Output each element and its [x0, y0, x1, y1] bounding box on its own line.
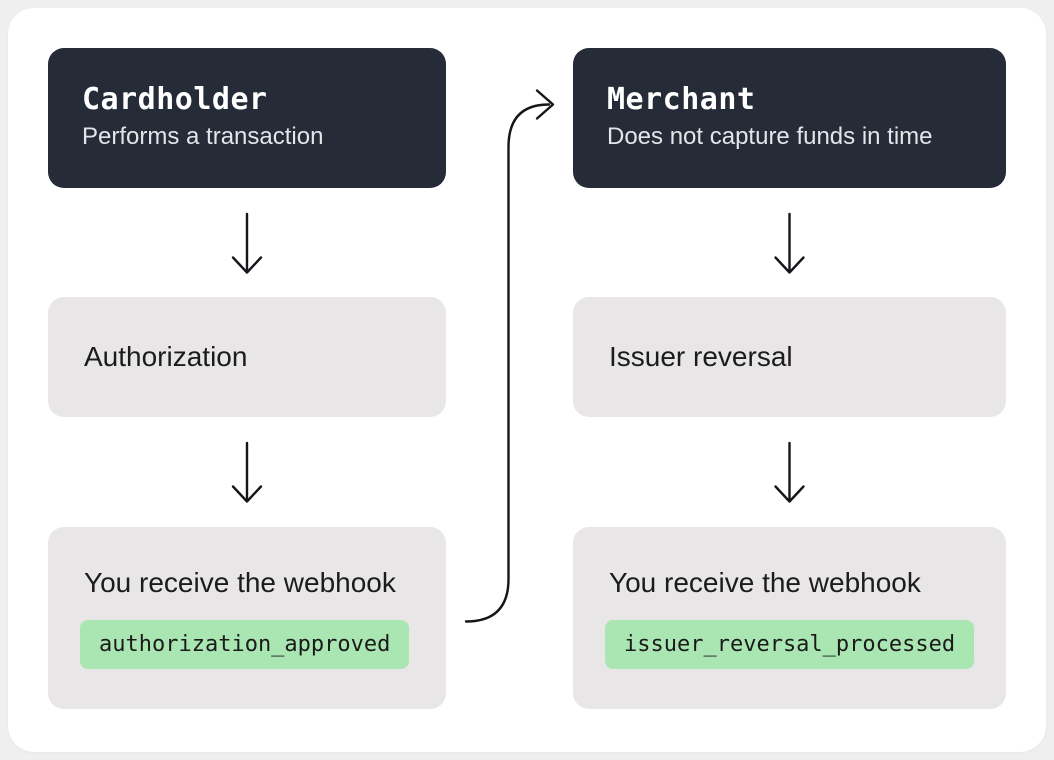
merchant-flow-column: Merchant Does not capture funds in time …: [573, 48, 1006, 709]
webhook-box-issuer-reversal-processed: You receive the webhook issuer_reversal_…: [573, 527, 1006, 709]
actor-box-merchant: Merchant Does not capture funds in time: [573, 48, 1006, 188]
actor-subtitle: Performs a transaction: [82, 122, 324, 150]
actor-box-cardholder: Cardholder Performs a transaction: [48, 48, 446, 188]
event-name-badge: authorization_approved: [80, 620, 410, 670]
webhook-label: You receive the webhook: [609, 566, 921, 598]
actor-title: Merchant: [607, 81, 756, 117]
event-name-badge: issuer_reversal_processed: [605, 620, 975, 670]
actor-subtitle: Does not capture funds in time: [607, 122, 933, 150]
cardholder-flow-column: Cardholder Performs a transaction Author…: [48, 48, 446, 709]
webhook-box-authorization-approved: You receive the webhook authorization_ap…: [48, 527, 446, 709]
step-label: Authorization: [84, 341, 248, 372]
step-label: Issuer reversal: [609, 341, 793, 372]
webhook-label: You receive the webhook: [84, 566, 396, 598]
step-box-issuer-reversal: Issuer reversal: [573, 297, 1006, 417]
actor-title: Cardholder: [82, 81, 268, 117]
step-box-authorization: Authorization: [48, 297, 446, 417]
